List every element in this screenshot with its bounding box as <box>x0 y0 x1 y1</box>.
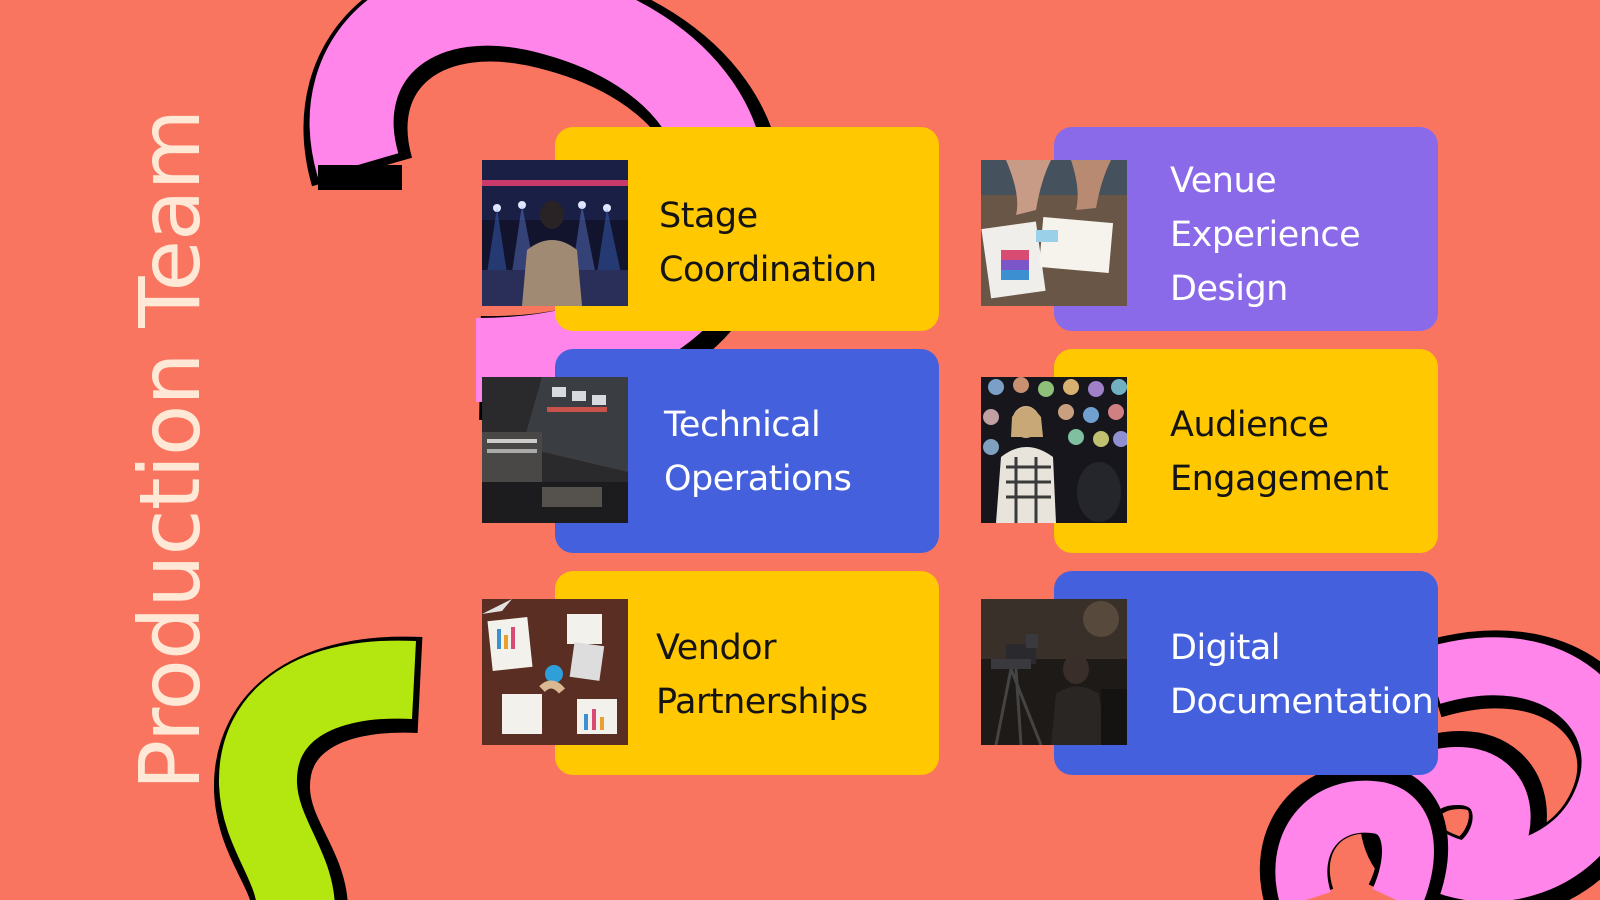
card-label-digital-documentation: Digital Documentation <box>1170 628 1434 722</box>
business-meeting-photo <box>482 599 628 745</box>
stage-concert-photo <box>482 160 628 306</box>
card-label-venue-experience-design: Venue Experience Design <box>1170 161 1361 309</box>
mixing-console-photo <box>482 377 628 523</box>
design-planning-photo <box>981 160 1127 306</box>
card-label-vendor-partnerships: Vendor Partnerships <box>656 628 868 722</box>
card-label-stage-coordination: Stage Coordination <box>659 196 877 290</box>
card-label-technical-operations: Technical Operations <box>664 405 852 499</box>
lime-swirl <box>214 636 423 900</box>
page-title: Production Team <box>121 109 219 791</box>
card-label-audience-engagement: Audience Engagement <box>1170 405 1389 499</box>
video-camera-photo <box>981 599 1127 745</box>
speaker-presentation-photo <box>981 377 1127 523</box>
